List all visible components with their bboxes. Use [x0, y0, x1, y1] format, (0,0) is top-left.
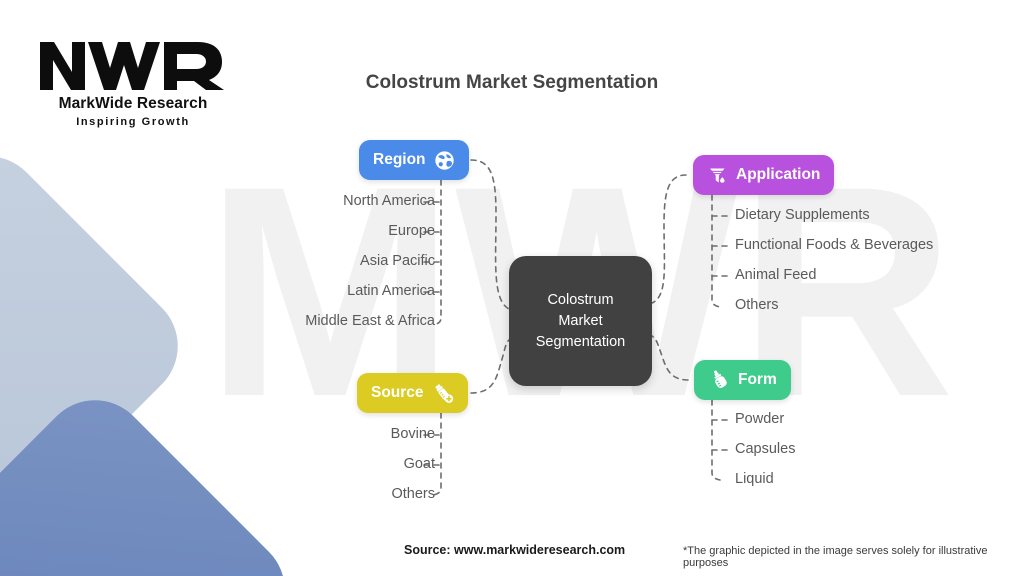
leaf-item[interactable]: Latin America [347, 283, 435, 299]
baby-bottle-plus-icon [432, 382, 454, 404]
branch-pill-source[interactable]: Source [357, 373, 468, 413]
connector-form-center [651, 335, 689, 381]
funnel-droplet-icon [707, 165, 728, 186]
leaf-item[interactable]: Middle East & Africa [305, 313, 435, 329]
leaf-item[interactable]: Others [391, 486, 435, 502]
spine-application [711, 194, 721, 308]
leaf-item[interactable]: Animal Feed [735, 267, 817, 283]
leaf-item[interactable]: Powder [735, 411, 785, 427]
branch-pill-application[interactable]: Application [693, 155, 835, 195]
footer-disclaimer: *The graphic depicted in the image serve… [683, 545, 988, 569]
connector-application-center [651, 174, 687, 304]
leaf-item[interactable]: Asia Pacific [360, 253, 435, 269]
globe-icon [434, 150, 455, 171]
branch-pill-region[interactable]: Region [359, 140, 469, 180]
baby-bottle-icon [708, 369, 730, 391]
center-node-label: Colostrum Market Segmentation [535, 291, 626, 350]
spine-form [711, 399, 721, 481]
leaf-item[interactable]: Europe [388, 223, 435, 239]
leaf-item[interactable]: Dietary Supplements [735, 207, 870, 223]
logo-mark-icon [40, 42, 224, 90]
branch-label-application: Application [736, 166, 821, 183]
leaf-item[interactable]: Goat [403, 456, 435, 472]
leaf-item[interactable]: North America [343, 193, 435, 209]
logo-company-name: MarkWide Research [58, 95, 208, 112]
branch-pill-form[interactable]: Form [694, 360, 791, 400]
leaf-item[interactable]: Capsules [735, 441, 796, 457]
brand-logo: MarkWide Research Inspiring Growth [28, 32, 238, 128]
branch-label-source: Source [371, 384, 424, 401]
page-title: Colostrum Market Segmentation [365, 72, 659, 93]
center-node[interactable]: Colostrum Market Segmentation [509, 256, 652, 386]
leaf-item[interactable]: Others [735, 297, 779, 313]
leaf-item[interactable]: Liquid [735, 471, 774, 487]
leaf-item[interactable]: Functional Foods & Beverages [735, 237, 934, 253]
connector-source-center [470, 339, 510, 394]
footer-source: Source: www.markwideresearch.com [404, 543, 626, 557]
logo-tagline: Inspiring Growth [76, 116, 190, 128]
connector-region-center [470, 159, 510, 310]
branch-label-form: Form [738, 371, 777, 388]
leaf-item[interactable]: Bovine [390, 426, 435, 442]
branch-label-region: Region [373, 151, 426, 168]
